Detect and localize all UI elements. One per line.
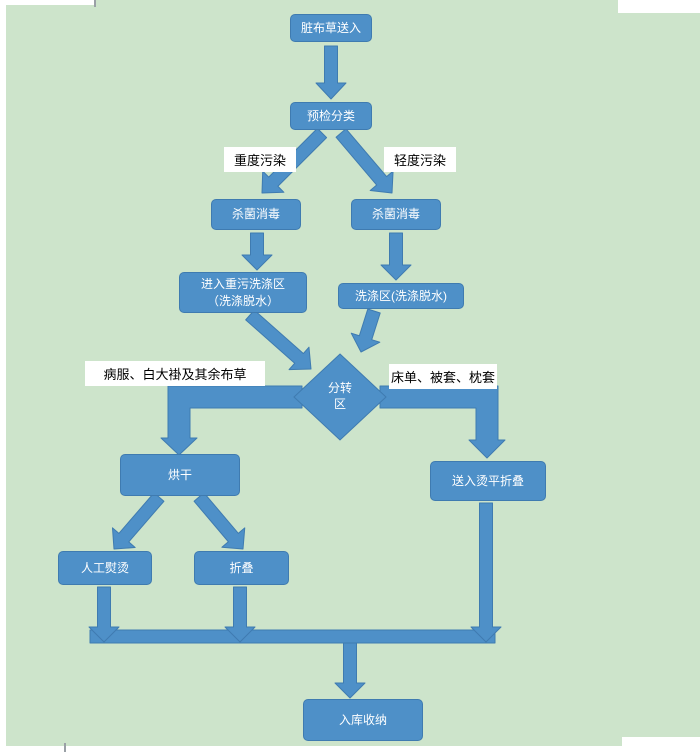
page-margin-top-left	[0, 0, 96, 5]
arrow-bar-to-storage	[334, 642, 366, 699]
page-crop-mark-bottom	[64, 743, 66, 752]
arrow-fold-to-bar	[224, 586, 256, 643]
node-sterilize-right: 杀菌消毒	[351, 199, 441, 230]
page-margin-bottom-right	[622, 737, 700, 752]
arrow-drying-to-fold	[193, 492, 246, 550]
transfer-diamond	[293, 353, 387, 441]
node-transfer: 分转 区	[295, 355, 385, 439]
node-intake-label: 脏布草送入	[300, 20, 361, 35]
node-precheck: 预检分类	[290, 102, 372, 130]
label-heavy-pollution-text: 重度污染	[233, 153, 286, 168]
node-fold-label: 折叠	[229, 560, 254, 575]
node-fold: 折叠	[194, 551, 289, 585]
label-left-branch-items: 病服、白大褂及其余布草	[85, 361, 265, 386]
label-right-branch-items-text: 床单、被套、枕套	[390, 370, 495, 385]
node-transfer-line1: 分转	[327, 381, 352, 396]
node-wash-area: 洗涤区(洗涤脱水)	[338, 283, 464, 309]
label-right-branch-items: 床单、被套、枕套	[389, 364, 497, 389]
node-sterilize-left: 杀菌消毒	[211, 199, 301, 230]
node-heavy-wash-line2: （洗涤脱水）	[206, 293, 279, 308]
node-drying: 烘干	[120, 454, 240, 496]
node-transfer-line2: 区	[333, 397, 346, 411]
arrow-heavywash-to-transfer	[245, 309, 312, 371]
node-precheck-label: 预检分类	[306, 108, 355, 123]
page-margin-top-right	[618, 0, 700, 13]
node-intake: 脏布草送入	[290, 14, 372, 42]
node-manual-iron-label: 人工熨烫	[80, 560, 129, 575]
arrow-ironfold-to-bar	[470, 502, 502, 643]
arrow-transfer-to-ironfold	[379, 385, 506, 459]
arrow-drying-to-manualiron	[111, 492, 165, 550]
node-manual-iron: 人工熨烫	[58, 551, 152, 585]
arrow-precheck-to-light	[335, 128, 394, 194]
page-crop-mark-top	[94, 0, 96, 7]
page-margin-left	[0, 0, 6, 752]
node-heavy-wash: 进入重污洗涤区 （洗涤脱水）	[179, 272, 307, 313]
node-iron-fold: 送入烫平折叠	[430, 461, 546, 501]
arrow-sterilize-left-down	[241, 232, 273, 271]
node-storage-label: 入库收纳	[338, 712, 387, 727]
node-drying-label: 烘干	[167, 467, 192, 482]
label-left-branch-items-text: 病服、白大褂及其余布草	[103, 367, 247, 382]
arrow-manualiron-to-bar	[88, 586, 120, 643]
arrow-intake-to-precheck	[315, 45, 347, 100]
label-heavy-pollution: 重度污染	[224, 147, 296, 172]
node-storage: 入库收纳	[303, 699, 423, 741]
label-light-pollution: 轻度污染	[384, 147, 456, 172]
node-iron-fold-label: 送入烫平折叠	[451, 473, 524, 488]
node-sterilize-left-label: 杀菌消毒	[231, 207, 280, 222]
arrow-transfer-to-drying	[160, 385, 303, 456]
node-wash-area-label: 洗涤区(洗涤脱水)	[355, 288, 447, 303]
node-sterilize-right-label: 杀菌消毒	[371, 207, 420, 222]
connector-merge-bar	[89, 629, 496, 644]
page-margin-bottom	[0, 746, 700, 752]
label-light-pollution-text: 轻度污染	[393, 153, 446, 168]
arrow-sterilize-right-down	[380, 232, 412, 281]
arrow-washarea-to-transfer	[350, 308, 381, 353]
node-heavy-wash-line1: 进入重污洗涤区	[200, 277, 285, 292]
